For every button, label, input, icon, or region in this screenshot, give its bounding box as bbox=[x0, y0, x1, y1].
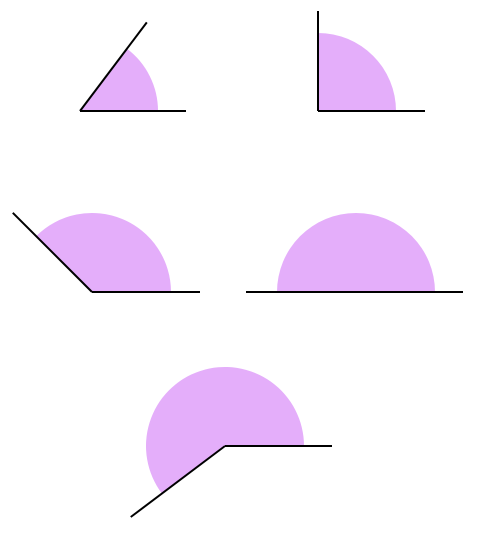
obtuse-angle-arm-ray bbox=[12, 212, 93, 293]
acute-angle-figure bbox=[79, 21, 186, 112]
obtuse-angle-figure bbox=[12, 212, 200, 293]
acute-angle-arm-ray bbox=[79, 21, 148, 112]
acute-angle-sector bbox=[80, 48, 158, 111]
right-angle-sector bbox=[318, 33, 396, 111]
right-angle-figure bbox=[317, 11, 425, 112]
straight-angle-sector bbox=[277, 213, 435, 292]
reflex-angle-sector bbox=[146, 366, 304, 494]
reflex-angle-figure bbox=[130, 366, 332, 518]
reflex-angle-arm-ray bbox=[130, 445, 226, 518]
straight-angle-figure bbox=[246, 213, 463, 293]
obtuse-angle-sector bbox=[36, 213, 171, 292]
